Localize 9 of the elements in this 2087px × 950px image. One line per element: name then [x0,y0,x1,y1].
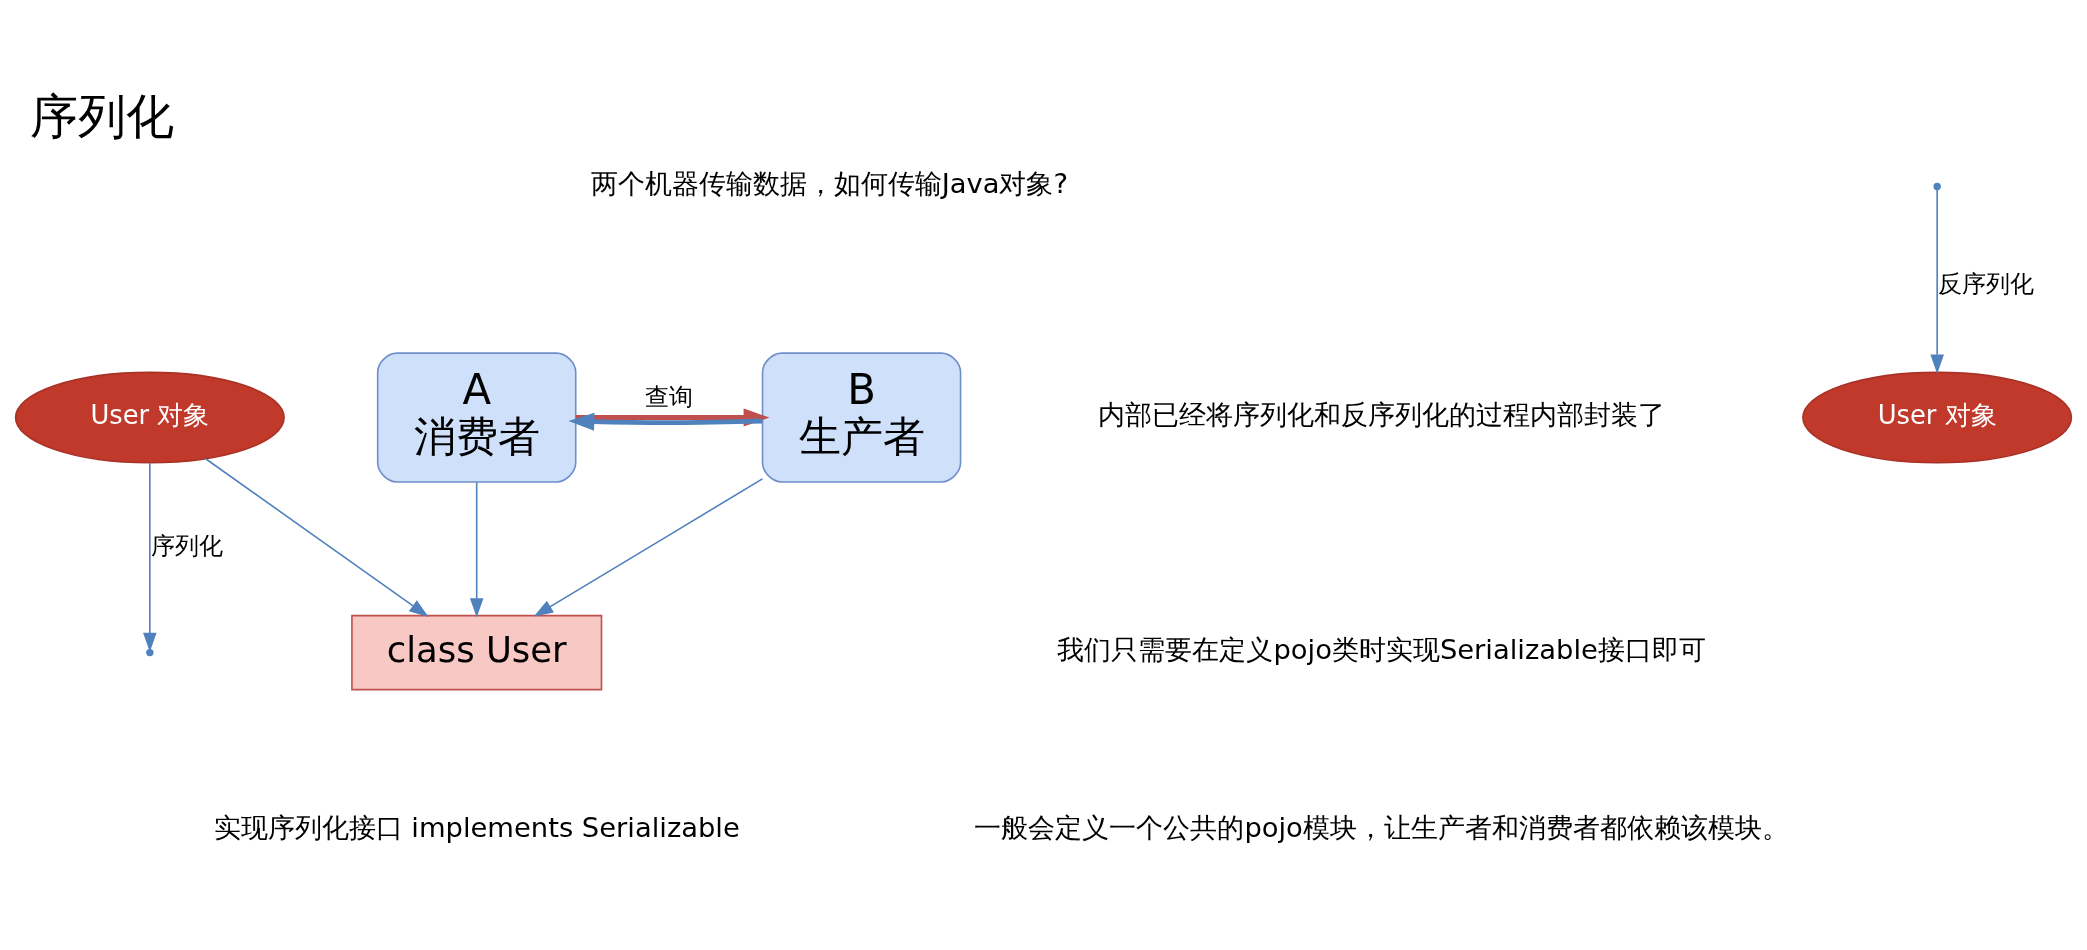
label: 一般会定义一个公共的pojo模块，让生产者和消费者都依赖该模块。 [974,811,1789,843]
edge-label: 序列化 [150,531,223,560]
edge-label: 反序列化 [1938,269,2035,298]
label: 两个机器传输数据，如何传输Java对象? [590,167,1069,199]
edge-label: 查询 [645,382,694,411]
label: 实现序列化接口 implements Serializable [213,811,740,843]
diagram-title: 序列化 [29,87,174,144]
label: 我们只需要在定义pojo类时实现Serializable接口即可 [1057,633,1706,665]
label: 内部已经将序列化和反序列化的过程内部封装了 [1098,398,1666,430]
